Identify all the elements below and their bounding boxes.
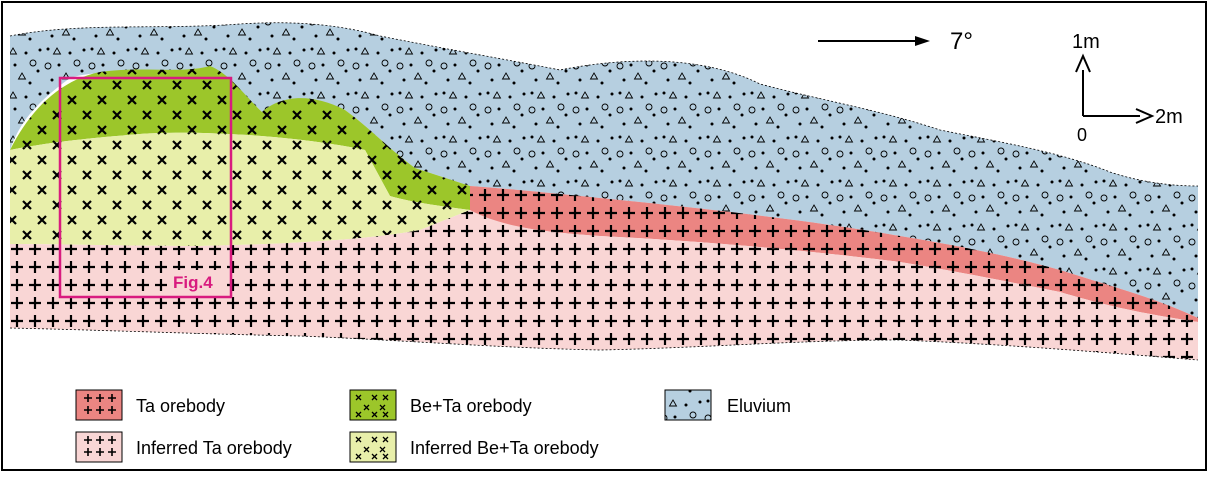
legend-swatch-ta-orebody xyxy=(75,389,123,421)
legend-item-inferred-ta-orebody: Inferred Ta orebody xyxy=(75,431,292,463)
scale-indicator: 1m 2m 0 xyxy=(1072,31,1183,145)
legend-label-inferred-ta-orebody: Inferred Ta orebody xyxy=(136,438,292,458)
scale-origin-label: 0 xyxy=(1077,125,1087,145)
legend-swatch-inferred-ta-orebody xyxy=(75,431,123,463)
legend: Ta orebody Be+Ta orebody Eluvium Inferre… xyxy=(75,389,791,463)
arrow-right-scale-icon xyxy=(1135,108,1155,124)
legend-label-ta-orebody: Ta orebody xyxy=(136,396,225,416)
fig4-label-bg xyxy=(170,270,226,292)
scale-horizontal-label: 2m xyxy=(1155,106,1183,128)
legend-label-eluvium: Eluvium xyxy=(727,396,791,416)
inferred-be-ta-orebody xyxy=(10,132,470,246)
be-ta-orebody xyxy=(10,66,470,210)
scale-vertical-label: 1m xyxy=(1072,31,1100,53)
ta-orebody xyxy=(470,186,1198,322)
arrow-right-icon xyxy=(915,36,930,46)
legend-item-be-ta-orebody: Be+Ta orebody xyxy=(349,389,532,421)
legend-item-inferred-be-ta-orebody: Inferred Be+Ta orebody xyxy=(349,431,599,463)
fig4-label: Fig.4 xyxy=(173,273,213,292)
orientation-label: 7° xyxy=(950,28,973,55)
arrow-up-icon xyxy=(1075,53,1091,73)
legend-item-ta-orebody: Ta orebody xyxy=(75,389,225,421)
legend-label-be-ta-orebody: Be+Ta orebody xyxy=(410,396,532,416)
legend-item-eluvium: Eluvium xyxy=(664,389,791,421)
orientation-indicator: 7° xyxy=(818,28,973,55)
fig4-callout-box xyxy=(58,76,233,299)
eluvium-layer xyxy=(9,22,1199,319)
legend-label-inferred-be-ta-orebody: Inferred Be+Ta orebody xyxy=(410,438,599,458)
inferred-ta-orebody xyxy=(9,210,1199,361)
